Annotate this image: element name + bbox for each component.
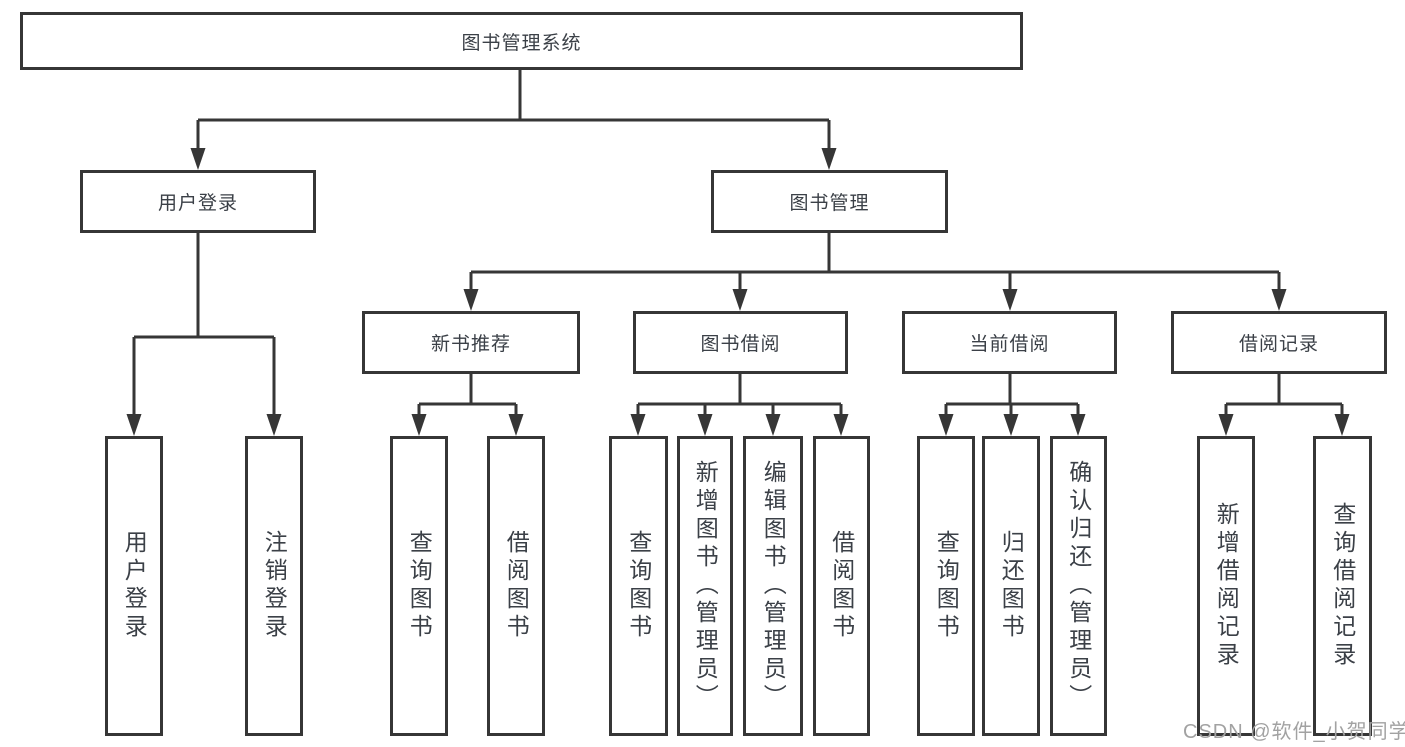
leaf-query-books-borrowing: 查询图书	[609, 436, 668, 736]
leaf-label: 借阅图书	[503, 530, 530, 642]
leaf-query-books-recommend: 查询图书	[390, 436, 448, 736]
arrow-icon	[190, 148, 206, 170]
arrow-icon	[1070, 414, 1086, 436]
arrow-icon	[266, 414, 282, 436]
connector-path	[132, 70, 1344, 420]
leaf-label: 注销登录	[261, 530, 288, 642]
leaf-label: 编辑图书（管理员）	[760, 460, 787, 712]
leaf-label: 查询借阅记录	[1329, 502, 1356, 670]
leaf-label: 查询图书	[933, 530, 960, 642]
arrow-icon	[833, 414, 849, 436]
arrow-icon	[765, 414, 781, 436]
leaf-label: 借阅图书	[828, 530, 855, 642]
node-book-borrowing: 图书借阅	[633, 311, 848, 374]
arrow-icon	[463, 289, 479, 311]
arrow-icon	[508, 414, 524, 436]
arrow-icon	[126, 414, 142, 436]
arrow-icon	[821, 148, 837, 170]
leaf-label: 新增借阅记录	[1213, 502, 1240, 670]
node-label: 图书管理	[789, 193, 870, 214]
leaf-confirm-return-admin: 确认归还（管理员）	[1050, 436, 1107, 736]
node-label: 图书借阅	[700, 334, 781, 355]
arrow-icon	[630, 414, 646, 436]
csdn-watermark: CSDN @软件_小贺同学	[1183, 721, 1405, 743]
leaf-user-login: 用户登录	[105, 436, 163, 736]
arrow-icon	[1334, 414, 1350, 436]
leaf-label: 新增图书（管理员）	[692, 460, 719, 712]
leaf-return-books: 归还图书	[982, 436, 1040, 736]
leaf-query-books-current: 查询图书	[917, 436, 975, 736]
leaf-label: 归还图书	[998, 530, 1025, 642]
leaf-label: 用户登录	[121, 530, 148, 642]
arrow-icon	[1271, 289, 1287, 311]
node-user-login: 用户登录	[80, 170, 316, 233]
node-label: 用户登录	[157, 193, 238, 214]
arrow-icon	[938, 414, 954, 436]
node-label: 新书推荐	[430, 334, 511, 355]
leaf-query-borrowing-record: 查询借阅记录	[1313, 436, 1372, 736]
leaf-add-borrowing-record: 新增借阅记录	[1197, 436, 1255, 736]
arrowheads	[126, 148, 1350, 436]
leaf-borrow-books: 借阅图书	[813, 436, 870, 736]
arrow-icon	[1003, 414, 1019, 436]
leaf-label: 确认归还（管理员）	[1065, 460, 1092, 712]
leaf-borrow-books-recommend: 借阅图书	[487, 436, 545, 736]
arrow-icon	[732, 289, 748, 311]
node-new-book-recommendation: 新书推荐	[362, 311, 580, 374]
arrow-icon	[1002, 289, 1018, 311]
leaf-edit-books-admin: 编辑图书（管理员）	[743, 436, 803, 736]
node-book-management: 图书管理	[711, 170, 948, 233]
arrow-icon	[697, 414, 713, 436]
node-label: 借阅记录	[1238, 334, 1319, 355]
node-book-management-system: 图书管理系统	[20, 12, 1023, 70]
arrow-icon	[1218, 414, 1234, 436]
leaf-label: 查询图书	[406, 530, 433, 642]
node-borrowing-records: 借阅记录	[1171, 311, 1387, 374]
node-current-borrowing: 当前借阅	[902, 311, 1117, 374]
leaf-label: 查询图书	[625, 530, 652, 642]
arrow-icon	[411, 414, 427, 436]
leaf-add-books-admin: 新增图书（管理员）	[677, 436, 733, 736]
leaf-logout: 注销登录	[245, 436, 303, 736]
node-label: 当前借阅	[969, 334, 1050, 355]
node-label: 图书管理系统	[461, 32, 582, 54]
